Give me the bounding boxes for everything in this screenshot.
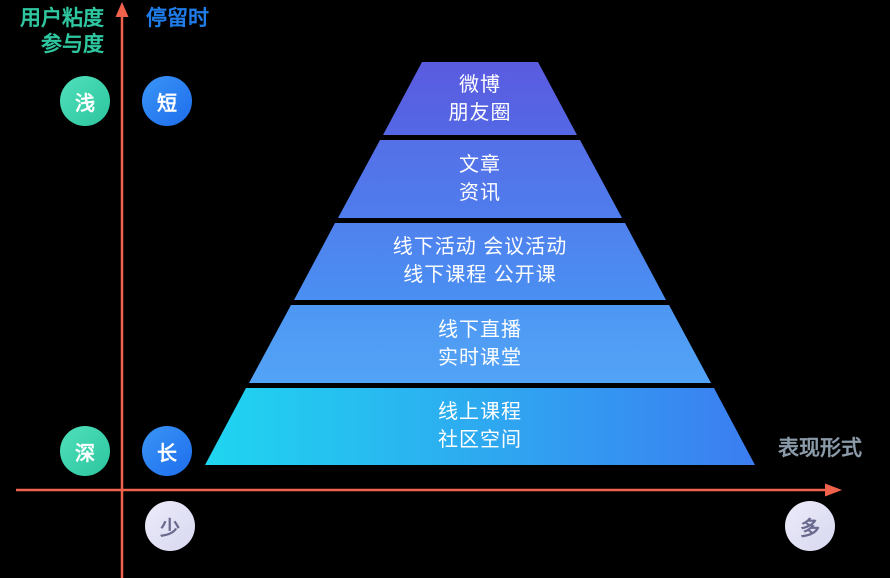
- pyramid-layer-5-text: 线上课程 社区空间: [280, 398, 680, 454]
- pyramid-layer-5-shape: [205, 388, 755, 465]
- pyramid-layer-3-text: 线下活动 会议活动 线下课程 公开课: [280, 233, 680, 289]
- layer-1-line-2: 朋友圈: [448, 102, 512, 124]
- pyramid-layer-4-text: 线下直播 实时课堂: [280, 316, 680, 372]
- layer-4-line-2: 实时课堂: [438, 347, 522, 369]
- pyramid-layer-1-text: 微博 朋友圈: [280, 71, 680, 127]
- y-axis-label-line1: 用户粘度: [20, 7, 104, 30]
- badge-few: 少: [145, 501, 195, 551]
- layer-5-line-2: 社区空间: [438, 429, 522, 451]
- layer-2-line-1: 文章: [459, 154, 501, 176]
- pyramid-layer-2-shape: [338, 140, 622, 218]
- layer-4-line-1: 线下直播: [438, 319, 522, 341]
- badge-deep: 深: [60, 426, 110, 476]
- layer-3-line-2: 线下课程 公开课: [403, 264, 557, 286]
- x-axis-arrow-icon: [825, 483, 842, 497]
- y-axis-label-dwell-time: 停留时: [146, 7, 209, 30]
- badge-short: 短: [142, 76, 192, 126]
- y-axis-label-line2: 参与度: [41, 33, 104, 57]
- badge-many: 多: [785, 501, 835, 551]
- y-axis-label-engagement: 用户粘度 参与度: [8, 6, 104, 59]
- badge-long: 长: [142, 426, 192, 476]
- layer-3-line-1: 线下活动 会议活动: [392, 236, 568, 258]
- pyramid-layer-2-text: 文章 资讯: [280, 151, 680, 207]
- pyramid-layer-3-shape: [294, 223, 666, 300]
- layer-5-line-1: 线上课程: [438, 401, 522, 423]
- pyramid-layer-4-shape: [249, 305, 711, 383]
- x-axis-label-presentation-form: 表现形式: [778, 437, 862, 460]
- layer-2-line-2: 资讯: [459, 182, 501, 204]
- y-axis-arrow-icon: [115, 2, 129, 17]
- pyramid-layer-1-shape: [383, 62, 577, 135]
- badge-shallow: 浅: [60, 76, 110, 126]
- layer-1-line-1: 微博: [459, 74, 501, 96]
